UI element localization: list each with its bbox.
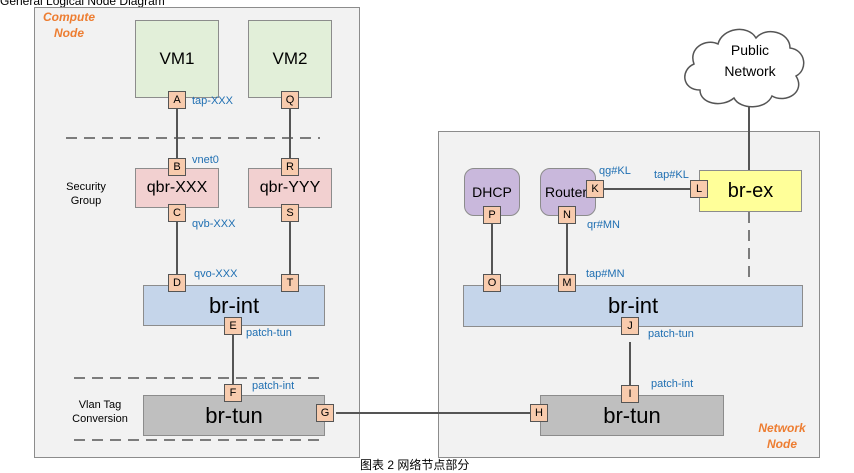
port-b[interactable]: B	[168, 158, 186, 176]
network-br-int-label: br-int	[607, 293, 659, 318]
port-s[interactable]: S	[281, 204, 299, 222]
compute-title-line1: Compute	[43, 10, 95, 24]
label-qvb-xxx: qvb-XXX	[192, 218, 236, 230]
port-t[interactable]: T	[281, 274, 299, 292]
port-n[interactable]: N	[558, 206, 576, 224]
port-o[interactable]: O	[483, 274, 501, 292]
compute-title-line2: Node	[54, 26, 84, 40]
port-c[interactable]: C	[168, 204, 186, 222]
port-f[interactable]: F	[224, 384, 242, 402]
router-label: Router	[545, 184, 588, 200]
label-tap-mn: tap#MN	[586, 268, 625, 280]
network-node-title: Network Node	[744, 420, 820, 452]
port-l[interactable]: L	[690, 180, 708, 198]
vlan-line2: Conversion	[72, 413, 128, 425]
port-q[interactable]: Q	[281, 91, 299, 109]
public-network-label: Public Network	[700, 40, 800, 82]
qbr-yyy-label: qbr-YYY	[259, 179, 321, 196]
label-tap-xxx: tap-XXX	[192, 95, 233, 107]
security-group-line2: Group	[70, 195, 102, 207]
label-patch-int-compute: patch-int	[252, 380, 295, 392]
label-vnet0: vnet0	[192, 154, 219, 166]
port-g[interactable]: G	[316, 404, 334, 422]
label-qg-kl: qg#KL	[599, 165, 631, 177]
security-group-line1: Security	[66, 181, 106, 193]
vm2-label: VM2	[272, 49, 308, 68]
label-patch-tun-network: patch-tun	[648, 328, 694, 340]
port-r[interactable]: R	[281, 158, 299, 176]
network-title-line2: Node	[767, 437, 797, 451]
port-m[interactable]: M	[558, 274, 576, 292]
port-k[interactable]: K	[586, 180, 604, 198]
network-title-line1: Network	[758, 421, 806, 435]
dhcp-label: DHCP	[472, 184, 512, 200]
port-i[interactable]: I	[621, 385, 639, 403]
label-qr-mn: qr#MN	[587, 219, 621, 231]
vlan-tag-conversion-label: Vlan Tag Conversion	[54, 398, 146, 426]
label-patch-tun-compute: patch-tun	[246, 327, 292, 339]
port-e[interactable]: E	[224, 317, 242, 335]
port-a[interactable]: A	[168, 91, 186, 109]
compute-br-int-label: br-int	[208, 292, 260, 318]
security-group-label: Security Group	[50, 180, 122, 208]
vm1-label: VM1	[159, 49, 195, 68]
compute-br-tun-label: br-tun	[205, 402, 263, 428]
vlan-line1: Vlan Tag	[78, 399, 122, 411]
qbr-xxx-label: qbr-XXX	[146, 179, 208, 196]
vm1-box[interactable]: VM1	[135, 20, 219, 98]
bottom-caption: 图表 2 网络节点部分	[360, 458, 470, 472]
cloud-line2: Network	[724, 63, 776, 79]
network-br-tun-label: br-tun	[603, 402, 661, 428]
port-d[interactable]: D	[168, 274, 186, 292]
port-j[interactable]: J	[621, 317, 639, 335]
diagram-top-caption: General Logical Node Diagram	[0, 0, 165, 8]
label-tap-kl: tap#KL	[654, 169, 689, 181]
port-p[interactable]: P	[483, 206, 501, 224]
br-ex-label: br-ex	[727, 179, 774, 202]
br-ex-box[interactable]: br-ex	[699, 170, 802, 212]
port-h[interactable]: H	[530, 404, 548, 422]
label-patch-int-network: patch-int	[651, 378, 694, 390]
vm2-box[interactable]: VM2	[248, 20, 332, 98]
public-network-cloud-icon	[684, 28, 805, 108]
cloud-line1: Public	[730, 42, 770, 58]
compute-node-title: Compute Node	[36, 9, 102, 41]
label-qvo-xxx: qvo-XXX	[194, 268, 238, 280]
